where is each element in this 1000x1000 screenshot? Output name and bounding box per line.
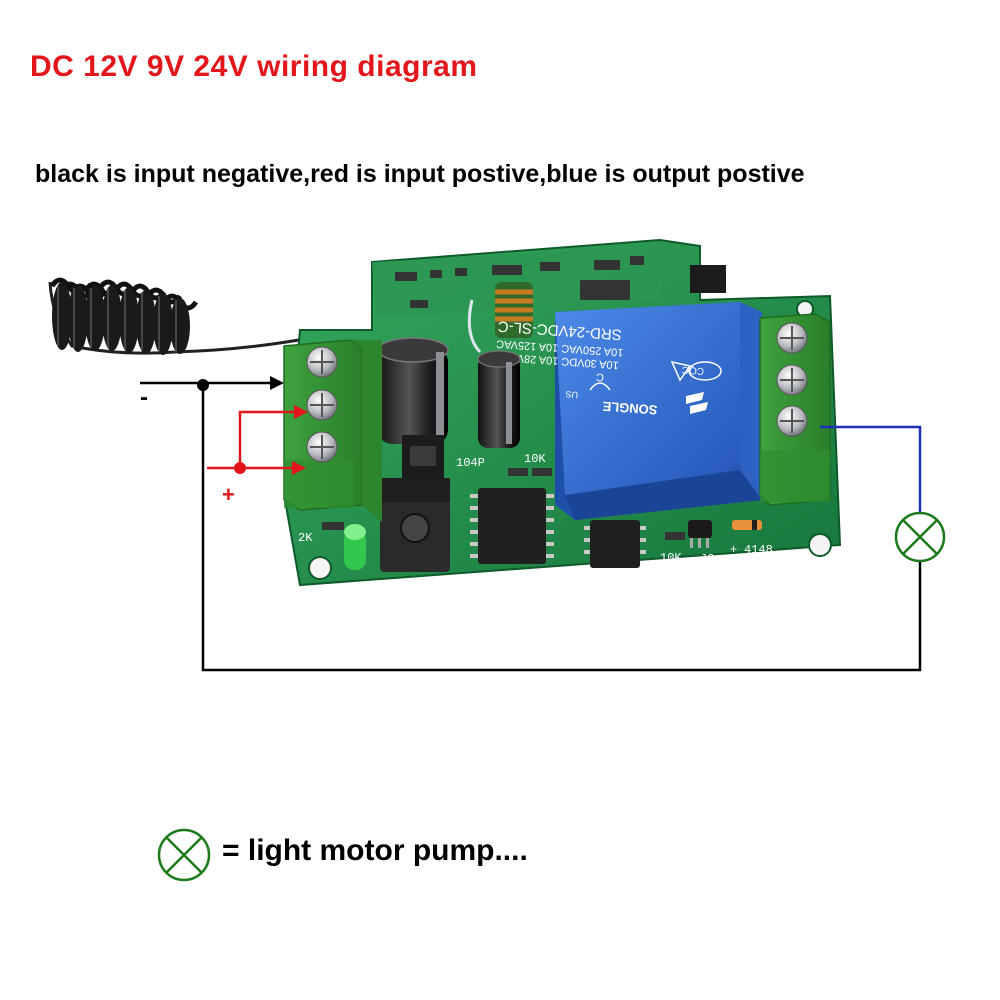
label-transistor: J3y — [700, 552, 722, 566]
capacitor-large — [377, 337, 449, 444]
relay-icon: SRD-24VDC-SL-C 10A 250VAC 10A 125VAC 10A… — [496, 302, 762, 520]
antenna-icon — [48, 277, 393, 355]
diode — [732, 520, 762, 530]
decoder-ic — [470, 488, 554, 564]
negative-junction — [197, 379, 209, 391]
inductor — [495, 282, 533, 338]
output-wire — [820, 425, 922, 512]
learn-button — [380, 478, 450, 572]
relay-cert-us: US — [565, 389, 578, 400]
capacitor-small — [477, 350, 521, 448]
resistor — [532, 468, 552, 476]
regulator-ic — [584, 520, 646, 568]
label-10k-top: 10K — [524, 452, 546, 466]
negative-arrow — [270, 376, 284, 390]
lamp-cross-circle-icon — [894, 511, 946, 563]
legend-text: = light motor pump.... — [222, 834, 528, 867]
input-terminal-block — [283, 339, 382, 522]
resistor — [322, 522, 344, 530]
positive-wire — [207, 410, 302, 470]
positive-sign: + — [222, 482, 235, 507]
transistor — [688, 520, 712, 548]
label-104p: 104P — [456, 456, 485, 470]
status-led — [344, 524, 366, 570]
label-diode: 4148 — [744, 543, 773, 557]
diagram-title: DC 12V 9V 24V wiring diagram — [30, 50, 478, 83]
negative-wire — [140, 381, 922, 672]
wire-color-legend: black is input negative,red is input pos… — [35, 160, 805, 188]
relay-brand: SONGLE — [602, 399, 658, 418]
positive-arrow-top — [294, 405, 308, 419]
relay-cqc: CQC — [682, 364, 705, 377]
positive-arrow-bottom — [292, 461, 306, 475]
output-terminal-block — [759, 313, 831, 506]
positive-junction — [234, 462, 246, 474]
resistor — [508, 468, 528, 476]
resistor — [665, 532, 685, 540]
label-diode-plus: + — [730, 543, 737, 557]
relay-cert-c: C — [596, 370, 605, 383]
label-10k-bottom: 10K — [660, 551, 682, 565]
legend-load-icon — [157, 828, 211, 882]
negative-sign: - — [140, 384, 148, 411]
label-2k: 2K — [298, 531, 313, 545]
